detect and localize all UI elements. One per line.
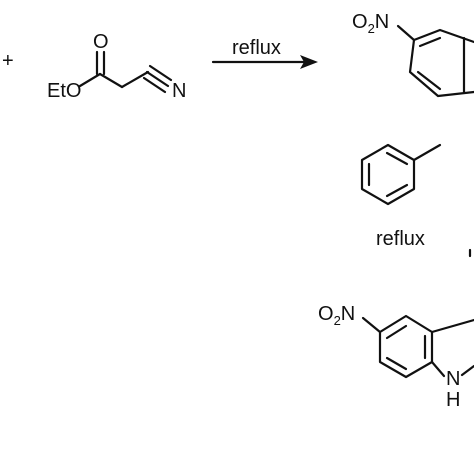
nitro-group-label-top: O2N xyxy=(352,11,389,36)
fused-ring-bond-upper xyxy=(430,318,474,334)
benzene-inner-bond-bottom-3 xyxy=(385,356,408,371)
ring-nitrogen-bond xyxy=(460,364,474,377)
toluene-inner-bond-1 xyxy=(385,151,409,166)
nitro-bond-top xyxy=(396,24,416,42)
nitrile-triple-bond-2 xyxy=(145,70,170,88)
arrow-1-head xyxy=(300,55,318,69)
chain-bond xyxy=(120,70,150,89)
solvent-step-condition: reflux xyxy=(376,228,425,250)
nitro-bond-bottom xyxy=(361,316,382,334)
nitro-product-bottom: O2N N H xyxy=(318,303,474,411)
alpha-carbon-bond xyxy=(98,72,124,89)
fused-ring-bond-lower xyxy=(430,360,446,378)
nitrile-triple-bond-1 xyxy=(148,64,173,82)
plus-sign: + xyxy=(2,50,14,72)
benzene-inner-bond-bottom-1 xyxy=(385,324,408,340)
carbonyl-oxygen-label: O xyxy=(93,31,109,53)
toluene-methyl-bond xyxy=(412,143,442,162)
nitrile-triple-bond-3 xyxy=(142,76,167,94)
reaction-arrow-1: reflux xyxy=(211,37,318,69)
ester-group-label: EtO xyxy=(47,80,81,102)
nitrile-nitrogen-label: N xyxy=(172,80,186,102)
nitro-product-top: O2N xyxy=(352,11,474,98)
ester-oxygen-bond xyxy=(78,72,102,88)
nitro-group-label-bottom: O2N xyxy=(318,303,355,328)
ethyl-cyanoacetate: O EtO N xyxy=(47,31,186,102)
arrow-1-condition: reflux xyxy=(232,37,281,59)
benzene-inner-bond-top-1 xyxy=(418,36,442,48)
benzene-inner-bond-top-2 xyxy=(416,70,442,91)
ring-nitrogen-label: N xyxy=(446,368,460,390)
benzene-ring-top xyxy=(408,28,474,98)
toluene-inner-bond-2 xyxy=(385,183,409,198)
toluene xyxy=(360,143,442,206)
ring-hydrogen-label: H xyxy=(446,389,460,411)
